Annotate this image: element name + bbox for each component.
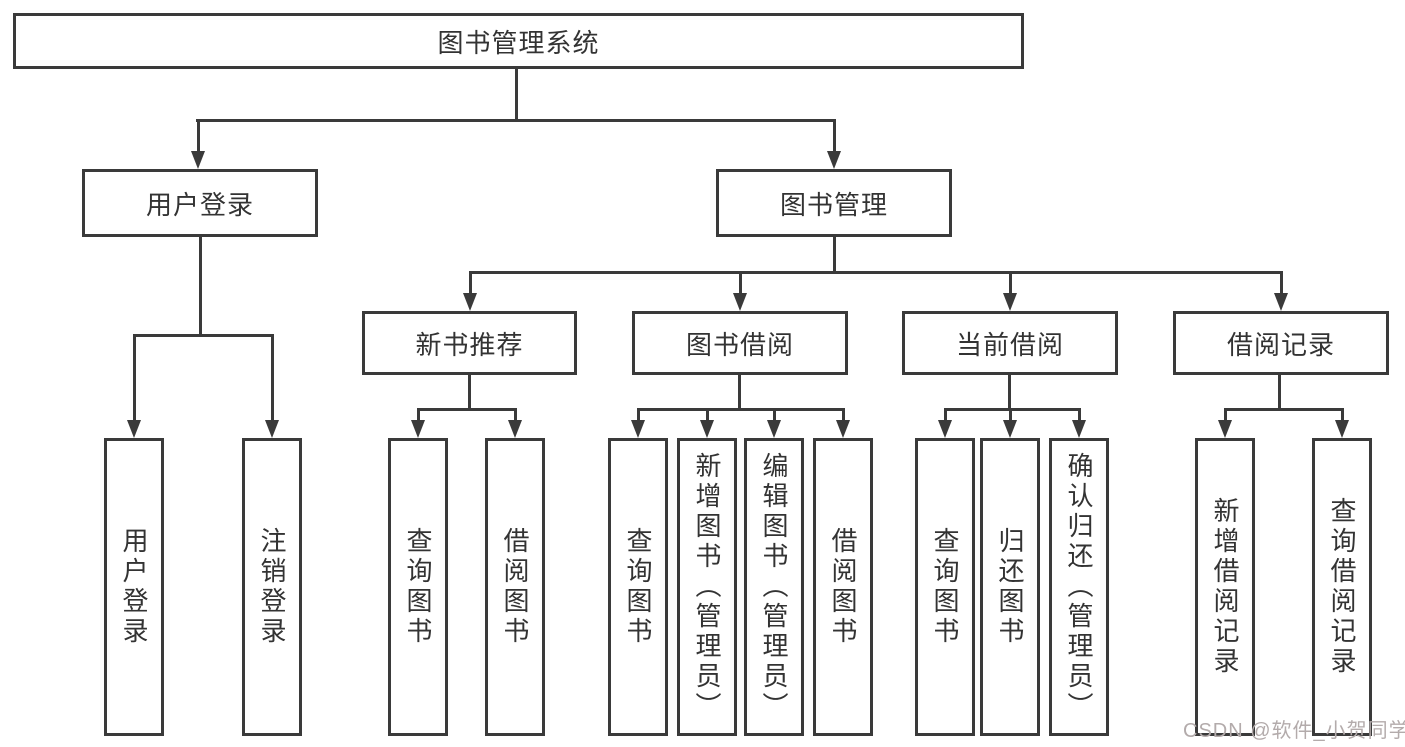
arrowhead-down-icon [1335, 420, 1349, 438]
leaf-return-books: 归还图书 [980, 438, 1040, 736]
leaf-add-borrow-record: 新增借阅记录 [1195, 438, 1255, 736]
arrowhead-down-icon [463, 293, 477, 311]
arrowhead-down-icon [836, 420, 850, 438]
leaf-logout: 注销登录 [242, 438, 302, 736]
arrowhead-down-icon [767, 420, 781, 438]
connector-line [1278, 375, 1281, 410]
connector-line [133, 334, 136, 432]
connector-line [637, 408, 845, 411]
connector-line [739, 271, 742, 305]
arrowhead-down-icon [1274, 293, 1288, 311]
leaf-borrow-books-recommend: 借阅图书 [485, 438, 545, 736]
leaf-confirm-return-admin: 确认归还（管理员） [1049, 438, 1109, 736]
node-current-borrowing: 当前借阅 [902, 311, 1118, 375]
connector-line [1224, 408, 1344, 411]
csdn-watermark: CSDN @软件_小贺同学 [1183, 720, 1405, 742]
arrowhead-down-icon [265, 420, 279, 438]
connector-line [469, 271, 472, 305]
connector-line [1009, 271, 1012, 305]
connector-line [468, 375, 471, 410]
node-book-management: 图书管理 [716, 169, 952, 237]
connector-line [515, 69, 518, 120]
connector-line [196, 119, 836, 122]
leaf-add-books-admin: 新增图书（管理员） [677, 438, 737, 736]
connector-line [833, 119, 836, 163]
connector-line [417, 408, 517, 411]
arrowhead-down-icon [827, 151, 841, 169]
leaf-user-login: 用户登录 [104, 438, 164, 736]
connector-line [738, 375, 741, 410]
arrowhead-down-icon [1072, 420, 1086, 438]
connector-line [944, 408, 1081, 411]
arrowhead-down-icon [411, 420, 425, 438]
arrowhead-down-icon [127, 420, 141, 438]
leaf-borrow-books: 借阅图书 [813, 438, 873, 736]
arrowhead-down-icon [191, 151, 205, 169]
arrowhead-down-icon [700, 420, 714, 438]
leaf-query-borrow-record: 查询借阅记录 [1312, 438, 1372, 736]
arrowhead-down-icon [1003, 293, 1017, 311]
connector-line [199, 237, 202, 337]
node-new-book-recommend: 新书推荐 [362, 311, 577, 375]
arrowhead-down-icon [1003, 420, 1017, 438]
leaf-query-books-recommend: 查询图书 [388, 438, 448, 736]
leaf-edit-books-admin: 编辑图书（管理员） [744, 438, 804, 736]
connector-line [1280, 271, 1283, 305]
arrowhead-down-icon [1218, 420, 1232, 438]
arrowhead-down-icon [508, 420, 522, 438]
arrowhead-down-icon [938, 420, 952, 438]
node-borrowing-records: 借阅记录 [1173, 311, 1389, 375]
connector-line [469, 271, 1283, 274]
connector-line [197, 119, 200, 163]
arrowhead-down-icon [631, 420, 645, 438]
leaf-query-books-borrow: 查询图书 [608, 438, 668, 736]
arrowhead-down-icon [733, 293, 747, 311]
connector-line [833, 237, 836, 274]
leaf-query-books-current: 查询图书 [915, 438, 975, 736]
connector-line [271, 334, 274, 432]
connector-line [133, 334, 274, 337]
node-user-login: 用户登录 [82, 169, 318, 237]
node-library-system: 图书管理系统 [13, 13, 1024, 69]
connector-line [1008, 375, 1011, 410]
node-book-borrowing: 图书借阅 [632, 311, 848, 375]
